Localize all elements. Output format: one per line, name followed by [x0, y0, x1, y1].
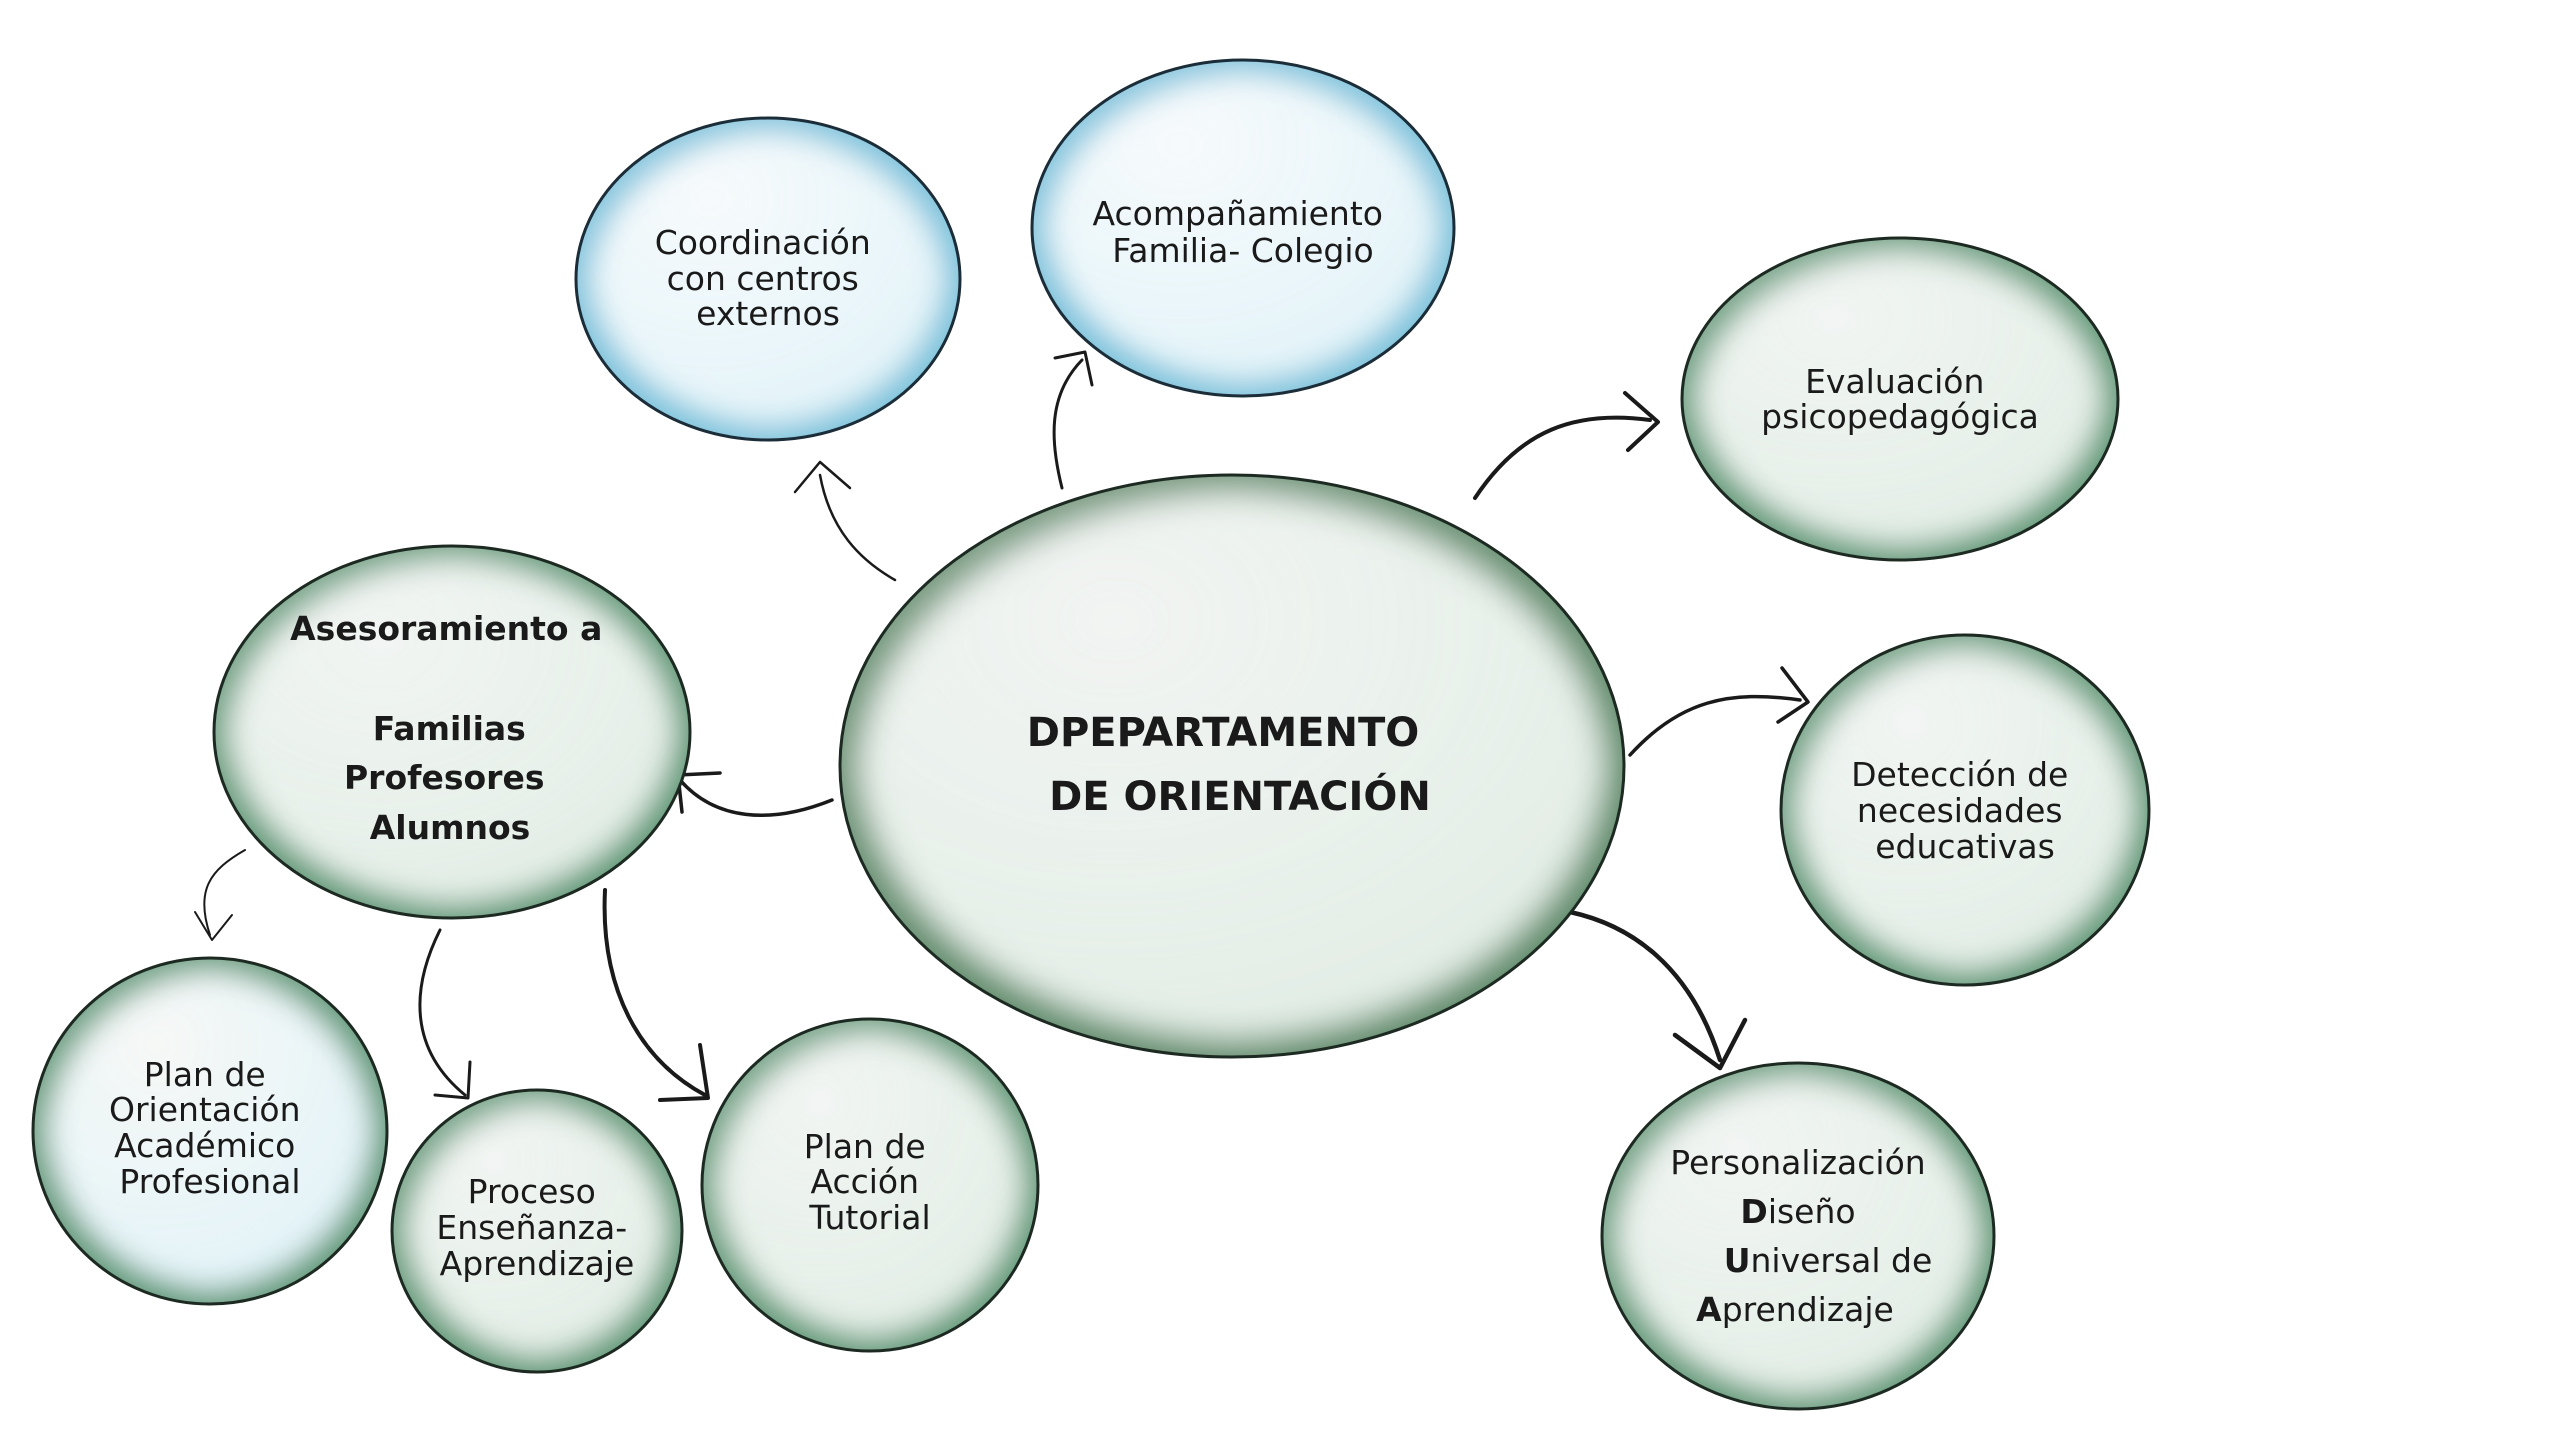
node-asesoramiento-label: Asesoramiento a Familias Profesores Alum… [290, 609, 614, 847]
arrow-to-proceso [418, 928, 472, 1100]
node-coordinacion-label: Coordinación con centros externos [655, 223, 882, 333]
node-deteccion-label: Detección de necesidades educativas [1851, 755, 2079, 866]
node-plan-accion-label: Plan de Acción Tutorial [804, 1127, 936, 1237]
node-acompanamiento: Acompañamiento Familia- Colegio [1030, 58, 1456, 398]
arrow-to-asesoramiento [676, 771, 834, 817]
node-evaluacion-label: Evaluación psicopedagógica [1761, 362, 2039, 436]
arrow-to-deteccion [1628, 666, 1810, 757]
node-plan-accion: Plan de Acción Tutorial [700, 1017, 1040, 1353]
arrow-to-acompanamiento [1052, 350, 1094, 490]
node-plan-orientacion: Plan de Orientación Académico Profesiona… [31, 956, 389, 1306]
node-proceso: Proceso Enseñanza- Aprendizaje [390, 1088, 684, 1374]
arrow-to-plan-accion [602, 888, 710, 1102]
center-title: DPEPARTAMENTO DE ORIENTACIÓN [1027, 710, 1433, 820]
node-plan-orientacion-label: Plan de Orientación Académico Profesiona… [109, 1055, 311, 1201]
arrow-to-personalizacion [1567, 909, 1748, 1071]
node-coordinacion: Coordinación con centros externos [574, 116, 962, 442]
node-personalizacion: Personalización Diseño Universal de Apre… [1600, 1061, 1996, 1411]
connector-arrows [194, 350, 1810, 1102]
arrow-to-evaluacion [1473, 391, 1660, 500]
node-deteccion: Detección de necesidades educativas [1779, 633, 2151, 987]
node-proceso-label: Proceso Enseñanza- Aprendizaje [436, 1172, 637, 1283]
node-asesoramiento: Asesoramiento a Familias Profesores Alum… [212, 544, 692, 920]
node-acompanamiento-label: Acompañamiento Familia- Colegio [1093, 194, 1394, 270]
node-evaluacion: Evaluación psicopedagógica [1680, 236, 2120, 562]
node-personalizacion-line1: Personalización [1670, 1143, 1925, 1182]
node-personalizacion-line3: Universal de [1724, 1241, 1933, 1280]
node-personalizacion-line4: Aprendizaje [1696, 1290, 1894, 1329]
node-personalizacion-line2: Diseño [1740, 1192, 1855, 1231]
arrow-to-plan-orientacion [194, 849, 246, 941]
arrow-to-coordinacion [793, 460, 897, 582]
node-center-departamento: DPEPARTAMENTO DE ORIENTACIÓN [838, 473, 1626, 1059]
